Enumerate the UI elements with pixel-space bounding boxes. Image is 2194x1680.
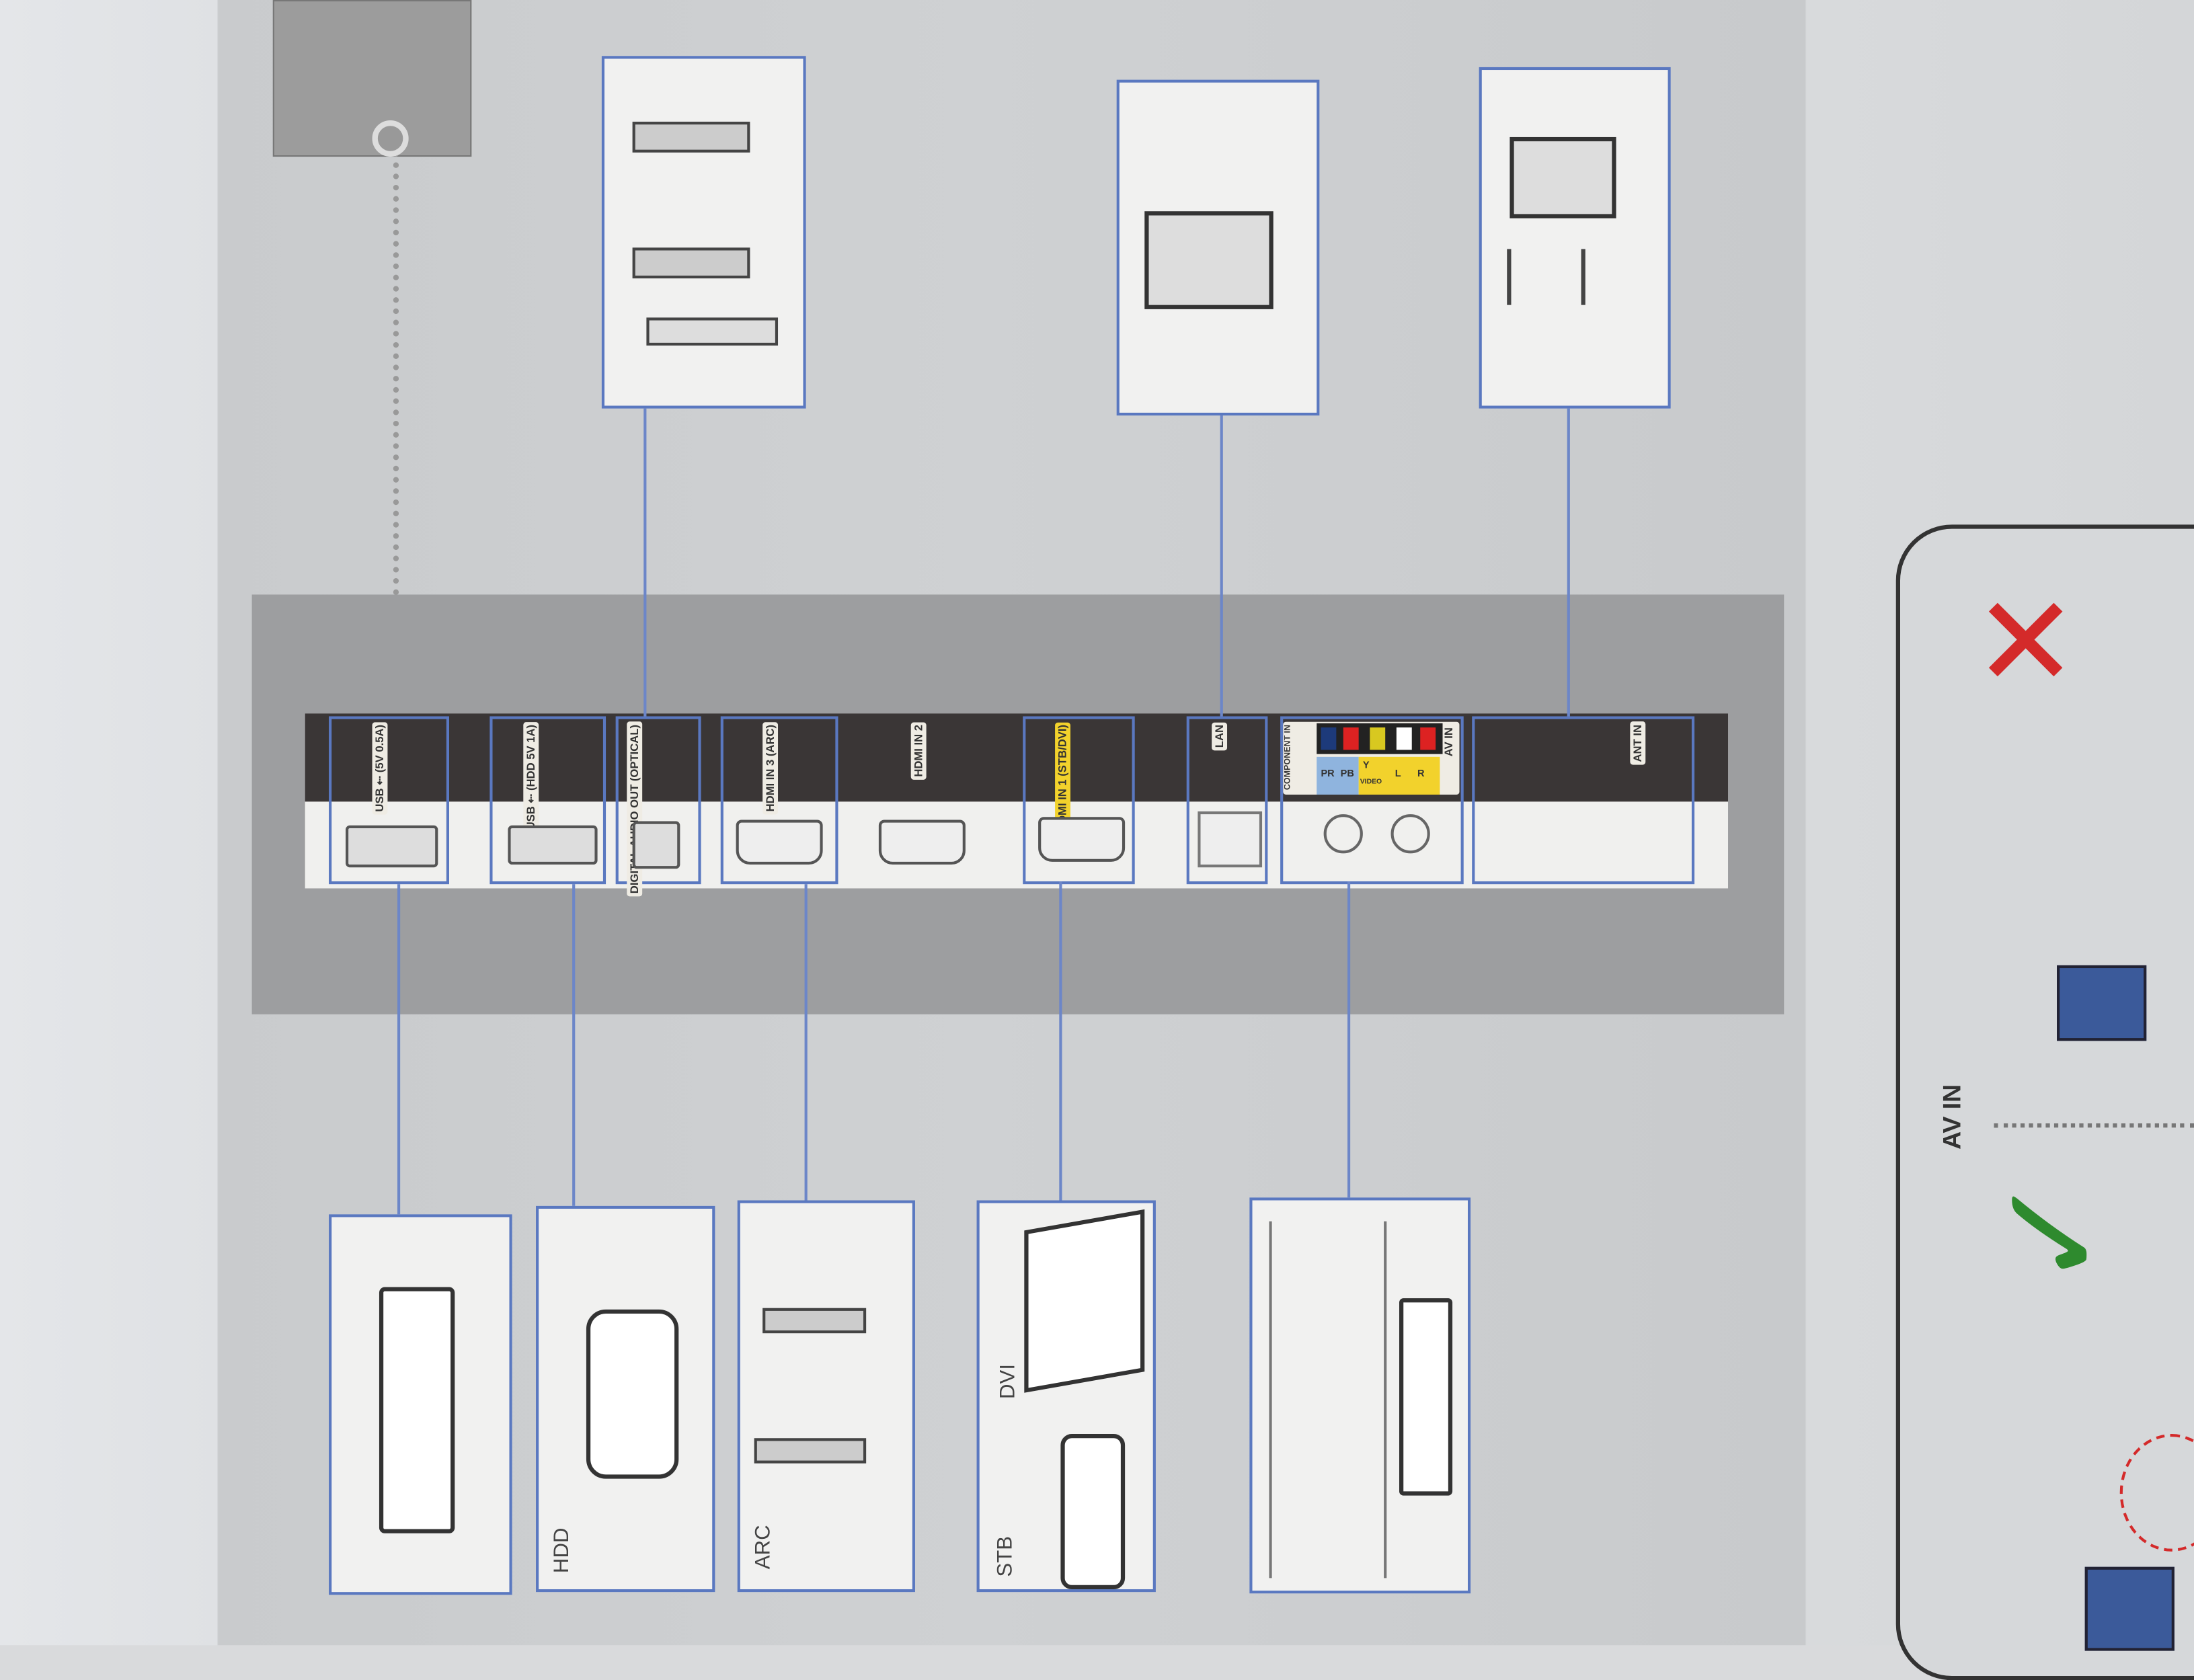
- av-in-label: AV IN: [1442, 727, 1456, 757]
- connector-line: [804, 884, 808, 1203]
- y-label: Y: [1362, 761, 1370, 771]
- connector-line: [1347, 881, 1351, 1201]
- hdmi-port-icon: [736, 819, 823, 865]
- r-label: R: [1417, 769, 1425, 780]
- connector-line: [1567, 408, 1570, 717]
- connector-line: [397, 884, 401, 1217]
- laptop-icon: [1024, 1209, 1145, 1393]
- connector-line: [1059, 881, 1062, 1203]
- usb-port-icon: [508, 825, 598, 865]
- av-in-title: AV IN: [1938, 1084, 1966, 1150]
- antenna-device-box: [1479, 67, 1671, 409]
- tv-corner-illustration: [272, 0, 472, 157]
- l-label: L: [1395, 769, 1401, 780]
- usb-device-box: [329, 1214, 512, 1595]
- pr-label: PR: [1321, 769, 1335, 780]
- dotted-divider: [1994, 1123, 2194, 1128]
- av-player-icon: [1399, 1298, 1453, 1496]
- usb2-label: USB ⇠ (HDD 5V 1A): [523, 721, 539, 833]
- usb1-label: USB ⇠ (5V 0.5A): [372, 721, 388, 815]
- lan-device-box: [1116, 79, 1320, 416]
- screw-icon: [372, 120, 409, 157]
- port-ant: [1472, 716, 1695, 885]
- wire-dotted: [393, 140, 399, 686]
- optical-label: DIGITAL AUDIO OUT (OPTICAL): [627, 721, 643, 897]
- video-label: VIDEO: [1360, 778, 1382, 787]
- av-component-device-box: [1249, 1197, 1471, 1594]
- optical-port-icon: [632, 821, 680, 869]
- hdd-icon: [586, 1309, 679, 1479]
- arc-device-box: ARC: [737, 1200, 915, 1593]
- set-top-box-icon: [1060, 1434, 1126, 1590]
- port-component-av: [1280, 716, 1464, 885]
- hdd-label: HDD: [549, 1527, 574, 1574]
- hdmi3-label: HDMI IN 3 (ARC): [762, 721, 779, 815]
- lan-label: LAN: [1212, 721, 1228, 751]
- ant-in-label: ANT IN: [1630, 721, 1646, 765]
- component-av-label: COMPONENT IN PR PB Y VIDEO L R AV IN: [1283, 721, 1460, 795]
- port-label-band: [305, 713, 1729, 802]
- rca-cables-icon: [1269, 1221, 1387, 1578]
- correct-check-icon: ✓: [1974, 1172, 2131, 1290]
- arc-label: ARC: [751, 1525, 775, 1570]
- rca-jack-icon: [1323, 814, 1363, 854]
- optical-audio-device-box: [601, 56, 806, 409]
- hdmi-port-icon: [1038, 817, 1126, 862]
- port-usb2: [489, 716, 606, 885]
- stb-label: STB: [993, 1535, 1017, 1577]
- stb-dvi-device-box: DVI STB: [976, 1200, 1156, 1593]
- connector-line: [643, 408, 647, 717]
- port-usb1: [329, 716, 450, 885]
- port-hdmi1: [1023, 716, 1135, 885]
- component-jacks: PR PB: [1317, 756, 1359, 795]
- av-connector-icon: [2057, 965, 2147, 1041]
- hdmi2-label: HDMI IN 2: [910, 721, 927, 780]
- antenna-socket-icon: [1510, 136, 1616, 218]
- cable-color-icons: [1317, 723, 1443, 754]
- soundbar-icon: [632, 122, 750, 153]
- soundbar-icon: [754, 1438, 867, 1464]
- hdmi-port-icon: [878, 819, 966, 865]
- lan-port-icon: [1198, 811, 1263, 868]
- port-lan: [1186, 716, 1268, 885]
- soundbar-icon: [632, 247, 750, 279]
- dvi-label: DVI: [996, 1363, 1021, 1400]
- wrong-x-icon: ✕: [1973, 573, 2079, 714]
- wall-lan-socket-icon: [1144, 211, 1274, 309]
- port-hdmi3: [720, 716, 838, 885]
- optical-cable-icon: [646, 317, 779, 346]
- port-optical: [615, 716, 701, 885]
- usb-port-icon: [346, 825, 438, 868]
- av-jacks: Y VIDEO L R: [1358, 756, 1440, 795]
- component-in-label: COMPONENT IN: [1284, 724, 1293, 791]
- connector-line: [572, 884, 576, 1209]
- soundbar-icon: [762, 1308, 867, 1334]
- connector-line: [1220, 415, 1223, 717]
- av-connector-icon: [2084, 1566, 2175, 1651]
- rca-jack-icon: [1390, 814, 1430, 854]
- antenna-icon: [1507, 249, 1585, 305]
- hdd-device-box: HDD: [536, 1205, 715, 1593]
- usb-stick-icon: [379, 1287, 455, 1533]
- pb-label: PB: [1340, 769, 1354, 780]
